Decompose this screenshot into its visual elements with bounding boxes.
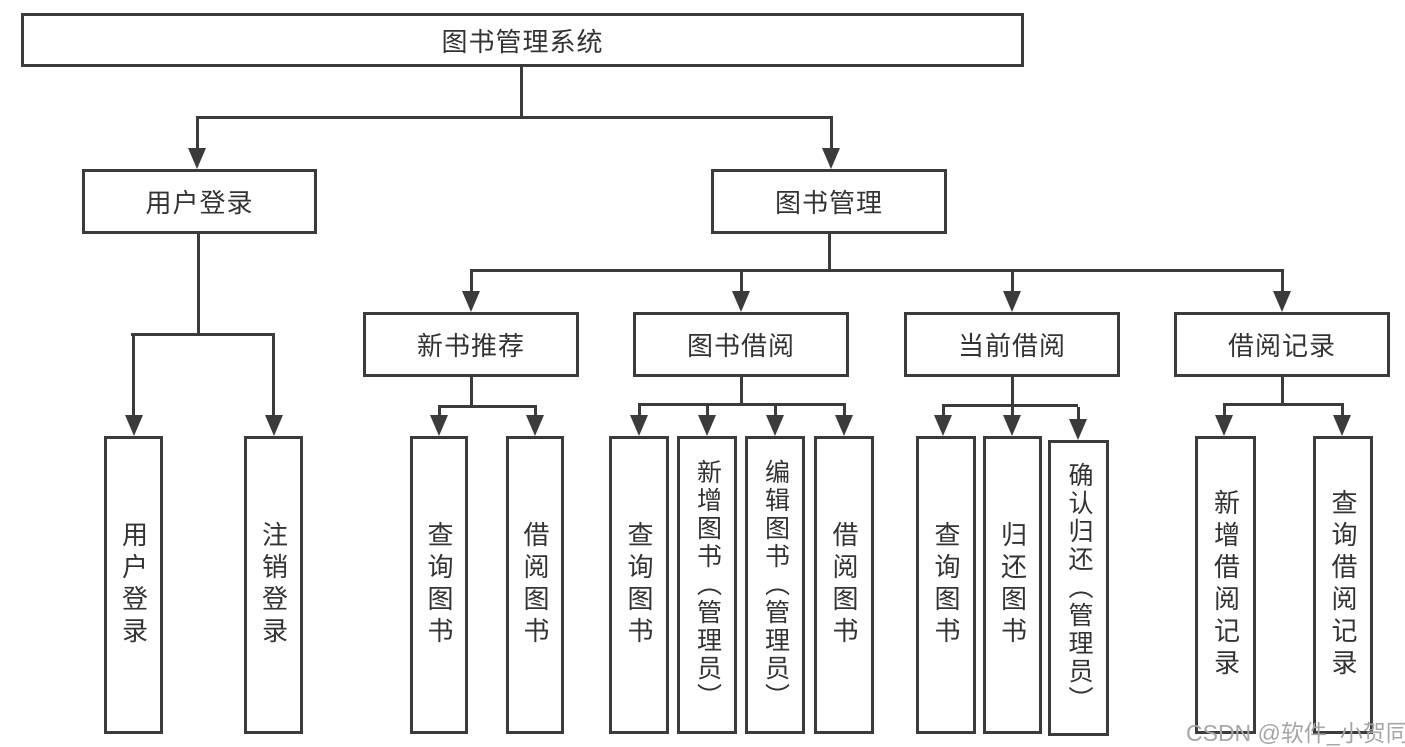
leaf-logout-label: 注销登录	[258, 521, 289, 649]
leaf-record-query-label: 查询借阅记录	[1328, 489, 1358, 681]
node-user-login-label: 用户登录	[145, 188, 254, 218]
leaf-current-query-book: 查询图书	[916, 436, 976, 734]
node-root-label: 图书管理系统	[441, 26, 604, 57]
arrow-to-leaf-user-login	[132, 336, 135, 415]
arrow-to-user-login	[195, 119, 199, 148]
connector-borrow-record-rail	[1222, 403, 1344, 406]
node-current-borrow-label: 当前借阅	[957, 331, 1066, 361]
arrow-to-book-borrow	[739, 272, 743, 291]
leaf-rec-query-book-label: 查询图书	[424, 521, 454, 649]
leaf-current-return-book-label: 归还图书	[997, 521, 1028, 649]
arrow-to-current-borrow	[1010, 272, 1014, 291]
leaf-record-add-label: 新增借阅记录	[1210, 489, 1241, 681]
node-new-book-rec-label: 新书推荐	[416, 331, 525, 361]
arrow-to-book-management	[829, 119, 833, 148]
connector-new-book-rec-stem	[469, 377, 473, 408]
connector-book-borrow-rail	[637, 403, 846, 406]
arrow-to-borrow-query	[637, 406, 641, 415]
arrow-to-borrow-edit	[773, 406, 777, 415]
arrow-to-current-return	[1010, 407, 1014, 415]
connector-root-stem	[519, 67, 523, 118]
leaf-record-query: 查询借阅记录	[1313, 436, 1373, 734]
connector-book-mgmt-stem	[827, 234, 831, 271]
node-book-borrow: 图书借阅	[633, 312, 849, 377]
arrow-to-new-book-rec	[469, 272, 473, 291]
node-user-login: 用户登录	[82, 169, 317, 234]
leaf-borrow-edit-book-label: 编辑图书（管理员）	[761, 459, 790, 711]
leaf-current-confirm-return: 确认归还（管理员）	[1048, 440, 1109, 736]
node-root: 图书管理系统	[21, 13, 1024, 67]
leaf-borrow-query-book-label: 查询图书	[624, 521, 654, 649]
csdn-watermark: CSDN @软件_小贺同学	[1186, 720, 1405, 746]
leaf-current-return-book: 归还图书	[983, 436, 1042, 734]
arrow-to-record-add	[1222, 406, 1226, 415]
leaf-logout: 注销登录	[244, 436, 303, 734]
connector-user-login-rail	[130, 333, 275, 336]
node-book-borrow-label: 图书借阅	[686, 331, 795, 361]
node-new-book-rec: 新书推荐	[363, 312, 579, 377]
leaf-rec-borrow-book: 借阅图书	[506, 436, 564, 734]
node-borrow-record: 借阅记录	[1174, 312, 1390, 377]
arrow-to-borrow-add	[705, 406, 709, 415]
leaf-borrow-edit-book: 编辑图书（管理员）	[745, 436, 805, 734]
leaf-user-login: 用户登录	[104, 436, 163, 734]
node-book-management-label: 图书管理	[774, 188, 883, 218]
arrow-to-rec-query	[437, 408, 441, 415]
leaf-record-add: 新增借阅记录	[1195, 436, 1256, 734]
connector-current-borrow-stem	[1010, 377, 1014, 407]
leaf-borrow-query-book: 查询图书	[609, 436, 669, 734]
connector-new-book-rec-rail	[437, 405, 537, 408]
arrow-to-current-confirm	[1076, 407, 1080, 419]
arrow-to-leaf-logout	[272, 336, 275, 415]
leaf-rec-borrow-book-label: 借阅图书	[520, 521, 550, 649]
connector-book-borrow-stem	[739, 377, 743, 406]
leaf-current-confirm-return-label: 确认归还（管理员）	[1065, 462, 1093, 714]
arrow-to-borrow-record	[1280, 272, 1284, 291]
leaf-borrow-borrow-book: 借阅图书	[814, 436, 874, 734]
leaf-borrow-add-book-label: 新增图书（管理员）	[693, 459, 722, 711]
node-book-management: 图书管理	[711, 169, 947, 234]
leaf-borrow-borrow-book-label: 借阅图书	[829, 521, 859, 649]
connector-borrow-record-stem	[1280, 377, 1284, 406]
leaf-rec-query-book: 查询图书	[410, 436, 468, 734]
leaf-current-query-book-label: 查询图书	[931, 521, 961, 649]
arrow-to-current-query	[941, 407, 945, 415]
arrow-to-borrow-borrow	[842, 406, 846, 415]
connector-current-borrow-rail	[941, 404, 1078, 407]
arrow-to-rec-borrow	[533, 408, 537, 415]
connector-book-mgmt-rail	[469, 269, 1284, 272]
connector-user-login-stem	[196, 234, 200, 335]
node-current-borrow: 当前借阅	[904, 312, 1120, 377]
node-borrow-record-label: 借阅记录	[1227, 331, 1336, 361]
connector-root-rail	[195, 116, 833, 119]
arrow-to-record-query	[1340, 406, 1344, 415]
leaf-borrow-add-book: 新增图书（管理员）	[677, 436, 737, 734]
leaf-user-login-label: 用户登录	[118, 521, 149, 649]
